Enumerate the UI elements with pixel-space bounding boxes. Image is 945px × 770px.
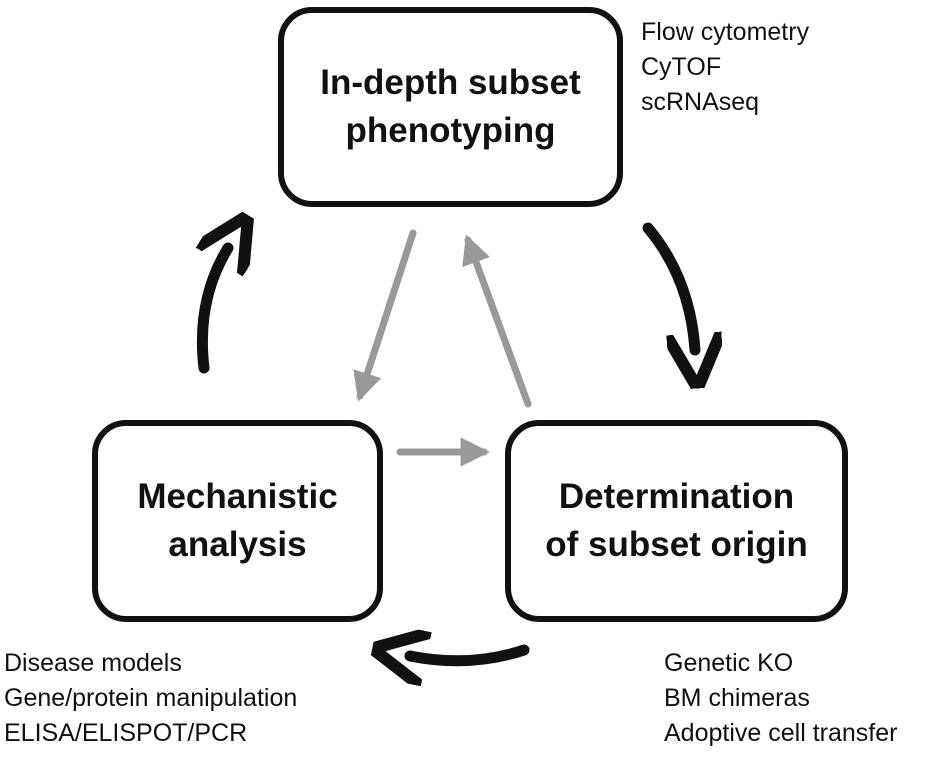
annotation-item: CyTOF: [641, 53, 722, 81]
node-left-line2: analysis: [168, 525, 307, 564]
curved-arrow-bottom-left: [410, 650, 530, 661]
annotation-item: Adoptive cell transfer: [664, 719, 898, 747]
node-top-line1: In-depth subset: [320, 63, 581, 102]
inner-arrow-top-to-left: [353, 229, 417, 402]
annotation-list-top: Flow cytometry CyTOF scRNAseq: [641, 15, 809, 120]
annotation-list-left: Disease models Gene/protein manipulation…: [4, 646, 297, 751]
annotation-item: Flow cytometry: [641, 18, 810, 46]
inner-arrow-right-to-top: [462, 234, 532, 408]
node-mechanistic-analysis: Mechanistic analysis: [92, 420, 383, 622]
node-top-line2: phenotyping: [345, 111, 556, 150]
annotation-list-right: Genetic KO BM chimeras Adoptive cell tra…: [664, 646, 897, 751]
annotation-item: ELISA/ELISPOT/PCR: [4, 719, 248, 747]
annotation-item: Genetic KO: [664, 649, 794, 677]
curved-arrow-right-down: [642, 222, 695, 350]
annotation-item: BM chimeras: [664, 684, 810, 712]
curved-arrow-left-up: [202, 248, 228, 374]
node-right-line2: of subset origin: [545, 525, 808, 564]
node-determination-of-subset-origin: Determination of subset origin: [505, 420, 848, 622]
node-right-line1: Determination: [558, 477, 795, 516]
node-in-depth-subset-phenotyping: In-depth subset phenotyping: [278, 7, 623, 207]
annotation-item: Gene/protein manipulation: [4, 684, 298, 712]
annotation-item: scRNAseq: [641, 88, 760, 116]
annotation-item: Disease models: [4, 649, 182, 677]
node-left-line1: Mechanistic: [137, 477, 338, 516]
